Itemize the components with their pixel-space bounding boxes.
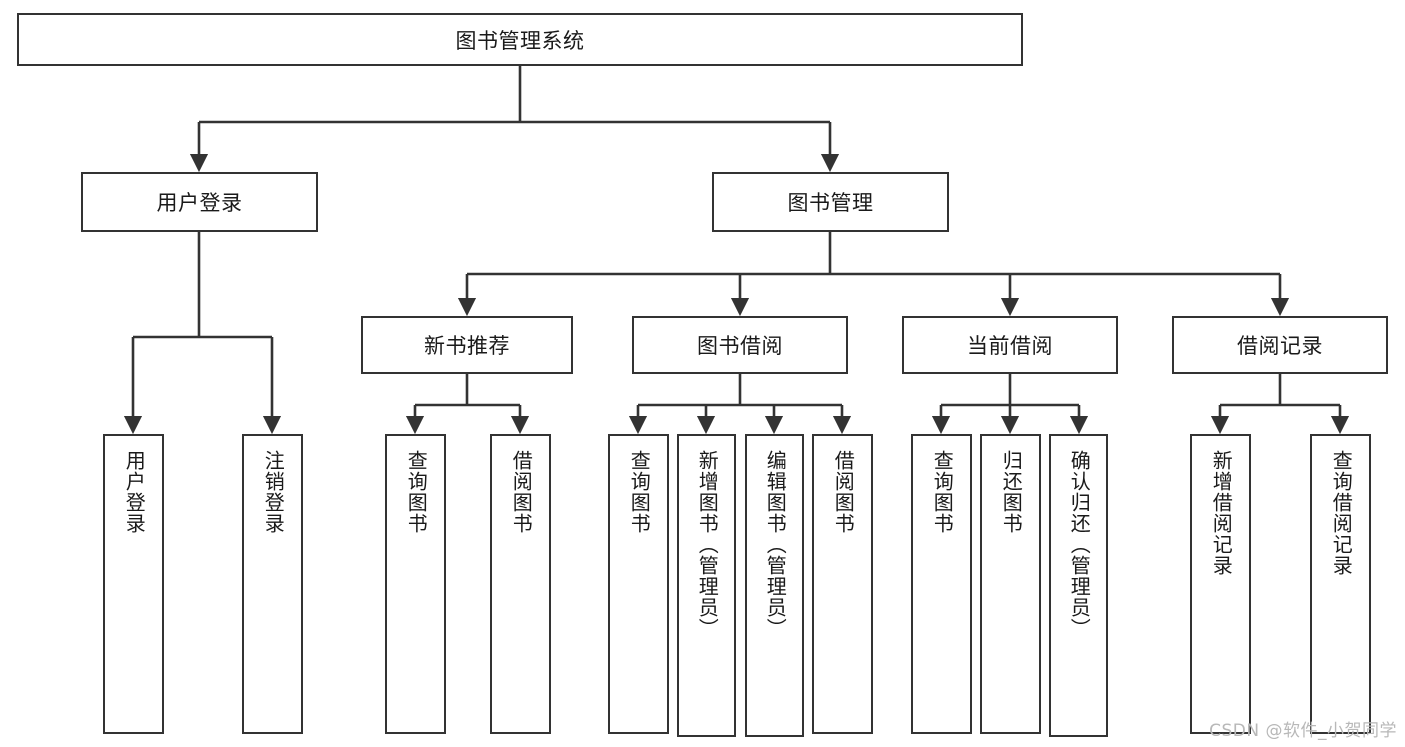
node-label: 新书推荐 xyxy=(424,334,510,358)
node-label: 借阅图书 xyxy=(831,450,856,534)
node-label: 查询借阅记录 xyxy=(1329,450,1354,576)
node-leaf-query-book-1[interactable]: 查询图书 xyxy=(385,434,446,734)
node-label: 图书借阅 xyxy=(697,334,783,358)
node-leaf-add-record[interactable]: 新增借阅记录 xyxy=(1190,434,1251,734)
node-label: 查询图书 xyxy=(930,450,955,534)
node-leaf-borrow-book-2[interactable]: 借阅图书 xyxy=(812,434,873,734)
node-label: 当前借阅 xyxy=(967,334,1053,358)
node-label: 新增图书（管理员） xyxy=(695,450,720,639)
node-book-management[interactable]: 图书管理 xyxy=(712,172,949,232)
node-leaf-logout-login[interactable]: 注销登录 xyxy=(242,434,303,734)
node-leaf-query-record[interactable]: 查询借阅记录 xyxy=(1310,434,1371,734)
node-user-login[interactable]: 用户登录 xyxy=(81,172,318,232)
node-borrow-record[interactable]: 借阅记录 xyxy=(1172,316,1388,374)
node-label: 用户登录 xyxy=(122,450,147,534)
node-label: 归还图书 xyxy=(999,450,1024,534)
node-label: 借阅记录 xyxy=(1237,334,1323,358)
node-title-book-management-system[interactable]: 图书管理系统 xyxy=(17,13,1023,66)
node-leaf-confirm-return[interactable]: 确认归还（管理员） xyxy=(1049,434,1108,737)
node-leaf-edit-book[interactable]: 编辑图书（管理员） xyxy=(745,434,804,737)
watermark-text: CSDN @软件_小贺同学 xyxy=(1209,721,1397,741)
node-leaf-borrow-book-1[interactable]: 借阅图书 xyxy=(490,434,551,734)
node-label: 查询图书 xyxy=(627,450,652,534)
node-label: 图书管理系统 xyxy=(455,28,585,53)
node-new-book-recommend[interactable]: 新书推荐 xyxy=(361,316,573,374)
node-label: 图书管理 xyxy=(787,191,874,215)
node-label: 用户登录 xyxy=(156,191,243,215)
node-leaf-return-book[interactable]: 归还图书 xyxy=(980,434,1041,734)
node-label: 编辑图书（管理员） xyxy=(763,450,788,639)
node-leaf-add-book[interactable]: 新增图书（管理员） xyxy=(677,434,736,737)
node-leaf-query-book-3[interactable]: 查询图书 xyxy=(911,434,972,734)
node-leaf-query-book-2[interactable]: 查询图书 xyxy=(608,434,669,734)
node-current-borrow[interactable]: 当前借阅 xyxy=(902,316,1118,374)
node-label: 确认归还（管理员） xyxy=(1067,450,1092,639)
node-label: 借阅图书 xyxy=(509,450,534,534)
node-label: 新增借阅记录 xyxy=(1209,450,1234,576)
node-book-borrow[interactable]: 图书借阅 xyxy=(632,316,848,374)
node-leaf-user-login[interactable]: 用户登录 xyxy=(103,434,164,734)
node-label: 查询图书 xyxy=(404,450,429,534)
node-label: 注销登录 xyxy=(261,450,286,534)
